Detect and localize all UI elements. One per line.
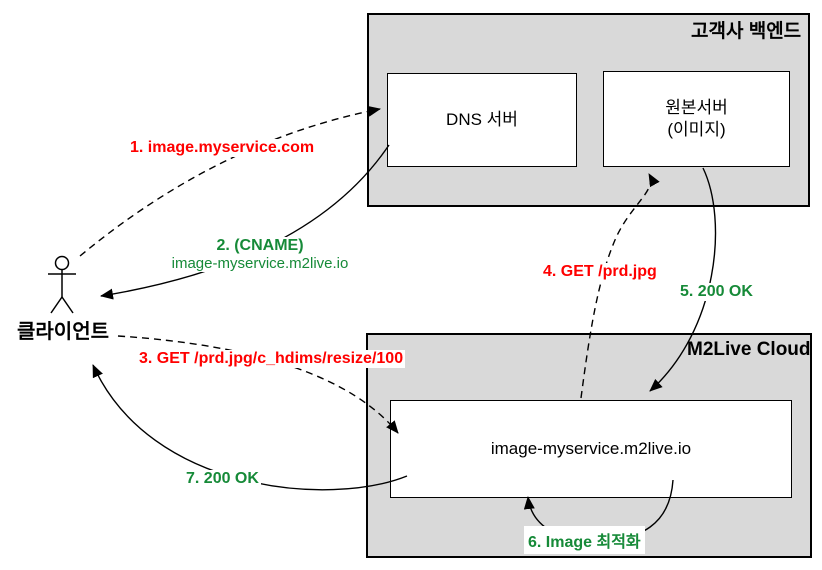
step-5-label: 5. 200 OK (678, 283, 755, 301)
cloud-server-label: image-myservice.m2live.io (490, 438, 692, 458)
cloud-server-box: image-myservice.m2live.io (390, 400, 792, 498)
origin-server-label-line2: (이미지) (667, 120, 726, 139)
origin-server-box: 원본서버 (이미지) (603, 71, 790, 167)
step-1-label: 1. image.myservice.com (128, 139, 317, 157)
step-6-label: 6. Image 최적화 (524, 526, 645, 554)
step-2-title: 2. (CNAME) (216, 237, 304, 254)
origin-server-label-line1: 원본서버 (665, 97, 728, 117)
dns-server-label: DNS 서버 (446, 109, 518, 129)
client-label: 클라이언트 (17, 321, 109, 343)
cloud-group-title: M2Live Cloud (687, 339, 811, 360)
step-4-label: 4. GET /prd.jpg (541, 263, 659, 281)
step-3-label: 3. GET /prd.jpg/c_hdims/resize/100 (137, 350, 406, 368)
arrow-2-cname-response (100, 144, 390, 300)
arrow-1-dns-request (79, 105, 381, 257)
step-7-label: 7. 200 OK (184, 470, 261, 488)
step-2-sublabel: image-myservice.m2live.io (171, 255, 349, 272)
dns-server-box: DNS 서버 (387, 73, 577, 167)
client-stick-figure-icon (48, 255, 76, 314)
backend-group-title: 고객사 백엔드 (691, 21, 802, 42)
step-2-label: 2. (CNAME) image-myservice.m2live.io (158, 237, 362, 272)
